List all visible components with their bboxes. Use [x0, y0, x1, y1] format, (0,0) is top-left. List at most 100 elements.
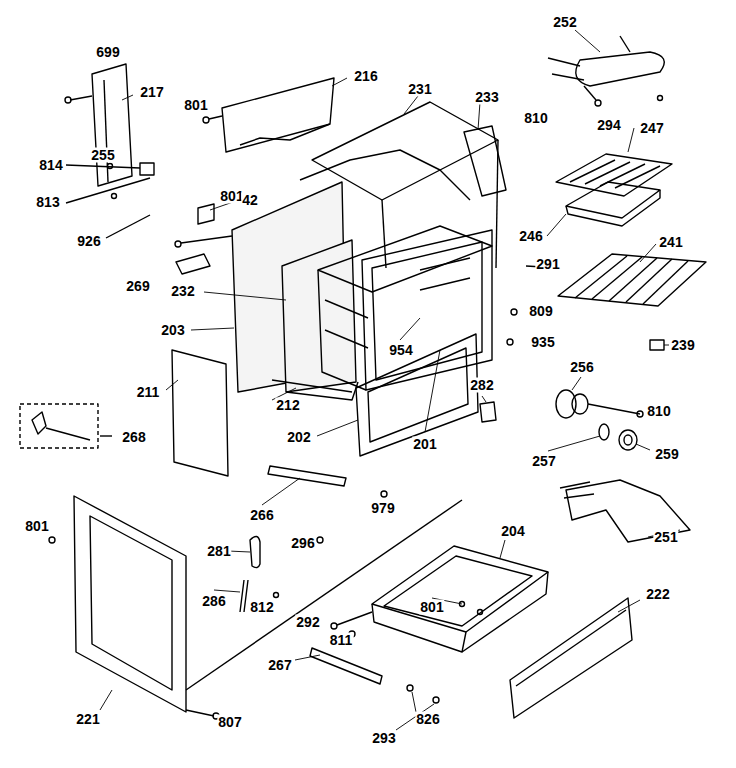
oven-rack [650, 340, 664, 350]
oven-door [74, 496, 186, 712]
leader-line [166, 380, 178, 390]
callout-number: 247 [639, 121, 664, 136]
leader-line [404, 96, 418, 114]
hinge-parts [268, 466, 346, 486]
bracket [66, 163, 232, 274]
bracket [176, 254, 210, 274]
broiler-pan [570, 160, 615, 182]
leader-line [636, 444, 650, 450]
leader-line [295, 655, 320, 660]
callout-number: 807 [217, 715, 242, 730]
bake-element [564, 494, 594, 498]
drawer-front [510, 598, 632, 718]
thermostat-valve [556, 390, 576, 418]
callout-number: 292 [295, 615, 320, 630]
leader-line [100, 690, 112, 710]
callout-number: 201 [412, 437, 437, 452]
leader-line [628, 128, 634, 152]
callout-number: 810 [646, 404, 671, 419]
broiler-pan [556, 154, 672, 226]
bracket [112, 194, 117, 199]
top-panel [203, 117, 209, 123]
leader-line [572, 377, 581, 390]
oven-door [49, 537, 55, 543]
bracket [175, 241, 181, 247]
door-latch [32, 412, 46, 434]
door-latch [46, 428, 90, 440]
callout-number: 255 [90, 148, 115, 163]
side-trim [70, 96, 92, 100]
bracket [66, 165, 140, 168]
callout-number: 954 [388, 343, 413, 358]
range-cabinet [282, 240, 356, 392]
drawer-front [516, 610, 626, 686]
bracket [181, 236, 232, 243]
thermostat-valve [480, 390, 643, 450]
hinge-parts [381, 491, 387, 497]
bake-element [560, 482, 590, 488]
broiler-pan [566, 182, 660, 218]
hinge-parts [244, 580, 248, 612]
oven-liner [356, 334, 478, 456]
callout-number: 813 [35, 195, 60, 210]
thermostat-valve [637, 411, 643, 417]
callout-number: 826 [415, 712, 440, 727]
callout-number: 212 [275, 398, 300, 413]
insulation-panel [172, 350, 228, 476]
bracket [108, 164, 113, 169]
oven-liner [368, 348, 468, 442]
callout-number: 42 [241, 193, 259, 208]
broil-element [576, 52, 664, 86]
door-latch [100, 435, 112, 436]
leader-line [425, 350, 440, 432]
callout-number: 814 [38, 158, 63, 173]
bracket [198, 204, 214, 224]
callout-number: 296 [290, 536, 315, 551]
oven-rack [511, 309, 517, 315]
broil-element [595, 100, 601, 106]
broil-element [584, 86, 596, 100]
bracket [140, 163, 154, 175]
bracket [66, 178, 150, 203]
hinge-parts [240, 466, 387, 612]
callout-number: 699 [95, 45, 120, 60]
leader-line [618, 600, 640, 612]
thermostat-valve [619, 430, 637, 450]
callout-number: 204 [500, 524, 525, 539]
storage-drawer [310, 648, 382, 684]
callout-number: 294 [596, 118, 621, 133]
oven-rack [626, 259, 672, 302]
callout-number: 282 [469, 378, 494, 393]
thermostat-valve [588, 404, 640, 414]
broil-element [548, 36, 664, 106]
oven-door [186, 500, 462, 690]
callout-number: 202 [286, 430, 311, 445]
callout-number: 801 [24, 519, 49, 534]
storage-drawer [433, 697, 439, 703]
callout-number: 267 [267, 658, 292, 673]
range-cabinet [312, 102, 498, 200]
leader-line [575, 30, 600, 52]
top-panel [203, 78, 334, 152]
insulation-panel [172, 350, 228, 476]
door-latch [20, 404, 98, 448]
oven-rack [507, 339, 513, 345]
top-panel [240, 124, 330, 145]
leader-line [547, 214, 566, 236]
leader-line [317, 420, 358, 436]
callout-number: 291 [535, 257, 560, 272]
hinge-parts [240, 580, 244, 612]
leader-line [412, 692, 416, 712]
hinge-parts [274, 593, 279, 598]
oven-rack [507, 254, 706, 350]
callout-number: 217 [139, 85, 164, 100]
broil-element [552, 74, 584, 80]
leader-line [400, 318, 420, 340]
callout-number: 801 [419, 600, 444, 615]
callout-number: 281 [206, 544, 231, 559]
callout-number: 233 [474, 90, 499, 105]
oven-liner [420, 278, 470, 290]
leader-line [204, 292, 286, 300]
broiler-pan [566, 190, 660, 226]
